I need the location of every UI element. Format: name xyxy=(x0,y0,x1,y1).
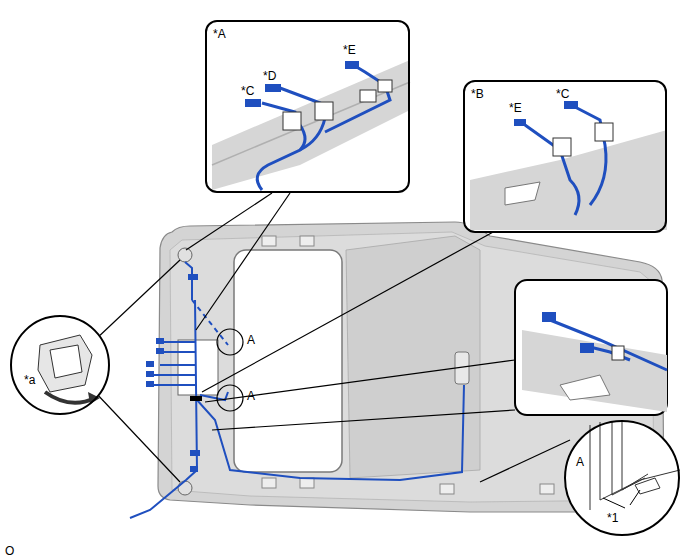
part-label: *E xyxy=(508,102,523,115)
detail-circle: *a xyxy=(10,315,110,415)
inset-label: *A xyxy=(213,28,226,41)
part-label: *E xyxy=(342,44,357,57)
callout-number: *1 xyxy=(606,512,619,525)
part-label: *C xyxy=(240,85,255,98)
part-label: *C xyxy=(555,88,570,101)
view-label: A xyxy=(246,390,256,403)
inset-label: *B xyxy=(471,88,484,101)
detail-inset: *B xyxy=(463,80,667,233)
detail-inset: *A xyxy=(205,20,410,193)
detail-circle: A xyxy=(564,420,680,536)
inset-label: *a xyxy=(24,374,35,387)
figure-id: O xyxy=(4,545,15,558)
inset-label: A xyxy=(576,456,584,469)
view-label: A xyxy=(246,334,256,347)
part-label: *D xyxy=(262,70,277,83)
